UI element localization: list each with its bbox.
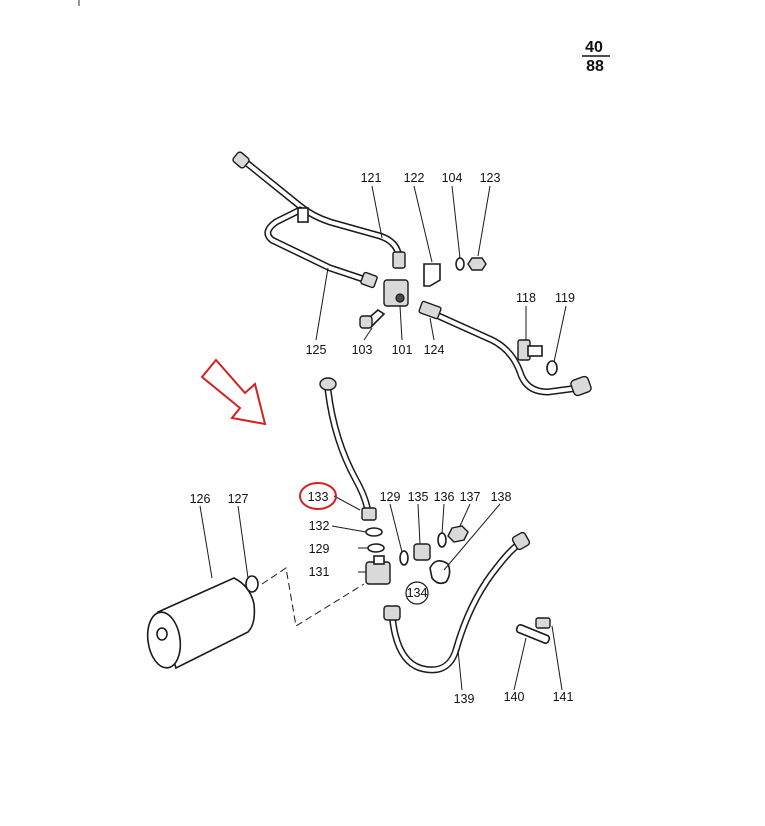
clamp-141 bbox=[535, 617, 551, 629]
callout-138: 138 bbox=[491, 490, 512, 504]
lower-assembly bbox=[146, 377, 551, 674]
callout-labels: 121 122 104 123 118 119 125 103 101 124 … bbox=[190, 171, 575, 706]
upper-pipe-assembly bbox=[232, 151, 592, 397]
callout-137: 137 bbox=[460, 490, 481, 504]
page-number-bottom: 88 bbox=[586, 58, 604, 75]
connection-dashline bbox=[261, 567, 365, 627]
callout-123: 123 bbox=[480, 171, 501, 185]
clip-138 bbox=[429, 560, 451, 585]
tee-fitting-101 bbox=[383, 279, 409, 307]
bracket-122 bbox=[423, 263, 441, 287]
callout-136: 136 bbox=[434, 490, 455, 504]
callout-118: 118 bbox=[516, 291, 536, 305]
leader-lines bbox=[199, 185, 567, 691]
page-number-top: 40 bbox=[585, 39, 603, 56]
callout-122: 122 bbox=[404, 171, 425, 185]
callout-103: 103 bbox=[352, 343, 373, 357]
strap-140 bbox=[515, 624, 551, 644]
callout-104: 104 bbox=[442, 171, 463, 185]
callout-129-right: 129 bbox=[380, 490, 401, 504]
direction-arrow bbox=[200, 358, 267, 426]
callout-139: 139 bbox=[454, 692, 475, 706]
callout-134-ring bbox=[405, 581, 429, 605]
callout-140: 140 bbox=[504, 690, 525, 704]
callout-132: 132 bbox=[309, 519, 330, 533]
page-number: 40 88 bbox=[582, 39, 610, 75]
callout-125: 125 bbox=[306, 343, 327, 357]
callout-126: 126 bbox=[190, 492, 211, 506]
callout-133-highlight bbox=[299, 482, 337, 510]
callout-127: 127 bbox=[228, 492, 249, 506]
callout-124: 124 bbox=[424, 343, 445, 357]
callout-141: 141 bbox=[553, 690, 574, 704]
callout-135: 135 bbox=[408, 490, 429, 504]
filter-126 bbox=[146, 577, 256, 670]
callout-134: 134 bbox=[407, 586, 428, 600]
callout-129-left: 129 bbox=[309, 542, 330, 556]
callout-133: 133 bbox=[308, 490, 329, 504]
callout-121: 121 bbox=[361, 171, 382, 185]
callout-131: 131 bbox=[309, 565, 330, 579]
callout-119: 119 bbox=[555, 291, 575, 305]
callout-101: 101 bbox=[392, 343, 413, 357]
